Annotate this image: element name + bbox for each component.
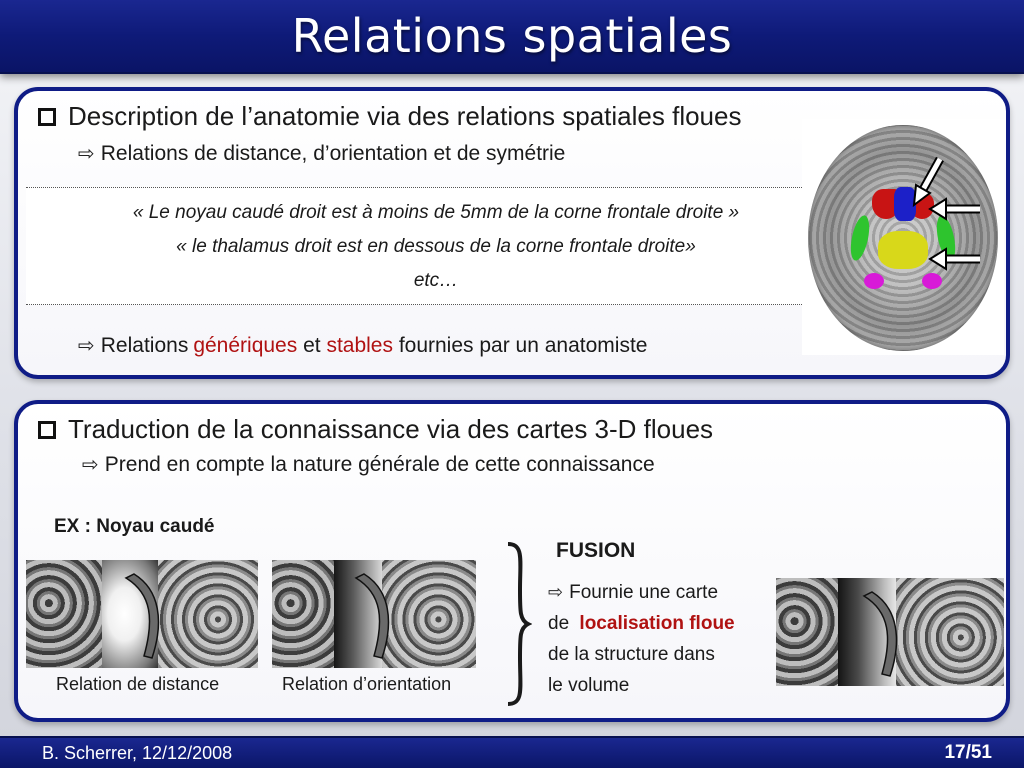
curly-brace-icon <box>507 542 532 706</box>
fusion-line-2: de localisation floue <box>548 608 768 639</box>
generic-relations-mid: et <box>297 333 327 357</box>
generic-relations-prefix: Relations <box>100 333 189 357</box>
fusion-title: FUSION <box>556 539 636 562</box>
mri-slice-right <box>896 578 1004 686</box>
square-bullet-icon <box>38 107 56 126</box>
brain-axial-image <box>802 119 1004 355</box>
generic-relations-suffix: fournies par un anatomiste <box>392 333 648 357</box>
slide-title: Relations spatiales <box>291 9 733 63</box>
sub-bullet-generic-relations: ⇨ Relations génériques et stables fourni… <box>78 333 647 358</box>
bullet-description: Description de l’anatomie via des relati… <box>38 101 741 132</box>
sub-bullet-nature: ⇨ Prend en compte la nature générale de … <box>82 452 655 477</box>
bullet-translation: Traduction de la connaissance via des ca… <box>38 414 713 445</box>
fusion-line-2-highlight: localisation floue <box>579 613 735 634</box>
generic-relations-highlight-2: stables <box>326 333 393 357</box>
sub-bullet-relations-types-text: Relations de distance, d’orientation et … <box>100 141 566 165</box>
fusion-line-1: ⇨Fournie une carte <box>548 577 768 608</box>
sub-bullet-nature-text: Prend en compte la nature générale de ce… <box>104 452 655 476</box>
arrow-left-top-icon <box>928 197 980 221</box>
posterior-structure-right <box>922 273 942 289</box>
frontal-horn <box>894 187 916 221</box>
fusion-line-2-prefix: de <box>548 613 575 634</box>
mri-distance-map <box>26 560 258 668</box>
right-arrow-icon: ⇨ <box>82 454 99 476</box>
footer-page-number: 17/51 <box>944 742 992 763</box>
square-bullet-icon <box>38 420 56 439</box>
mri-slice-right <box>158 560 258 668</box>
right-arrow-icon: ⇨ <box>548 582 564 602</box>
panel-description: Description de l’anatomie via des relati… <box>14 87 1010 379</box>
posterior-structure-left <box>864 273 884 289</box>
caudate-shape <box>354 573 390 659</box>
mri-slice-left <box>776 578 838 686</box>
caption-distance: Relation de distance <box>56 674 220 694</box>
generic-relations-highlight-1: génériques <box>193 333 298 357</box>
bullet-translation-text: Traduction de la connaissance via des ca… <box>68 414 714 444</box>
arrows-overlay <box>912 156 980 271</box>
example-label: EX : Noyau caudé <box>54 516 215 537</box>
right-arrow-icon: ⇨ <box>78 335 95 357</box>
quote-line-2: « le thalamus droit est en dessous de la… <box>176 236 696 257</box>
arrow-left-bottom-icon <box>928 247 980 271</box>
fusion-description: ⇨Fournie une carte de localisation floue… <box>548 577 768 701</box>
sub-bullet-relations-types: ⇨ Relations de distance, d’orientation e… <box>78 141 565 166</box>
title-bar: Relations spatiales <box>0 0 1024 74</box>
mri-orientation-map <box>272 560 476 668</box>
caption-orientation: Relation d’orientation <box>282 674 452 694</box>
footer-author-date: B. Scherrer, 12/12/2008 <box>42 743 233 763</box>
mri-slice-right <box>382 560 476 668</box>
footer-bar: B. Scherrer, 12/12/2008 17/51 <box>0 736 1024 768</box>
fusion-line-1-text: Fournie une carte <box>569 582 719 603</box>
fusion-line-3: de la structure dans <box>548 644 715 665</box>
bullet-description-text: Description de l’anatomie via des relati… <box>68 101 742 131</box>
arrow-diagonal-icon <box>912 156 944 208</box>
right-arrow-icon: ⇨ <box>78 143 95 165</box>
fusion-line-4: le volume <box>548 675 630 696</box>
quote-box: « Le noyau caudé droit est à moins de 5m… <box>26 187 826 305</box>
mri-slice-left <box>272 560 334 668</box>
caudate-shape <box>862 591 898 677</box>
thalamus <box>878 231 928 269</box>
mri-slice-left <box>26 560 102 668</box>
panel-translation: Traduction de la connaissance via des ca… <box>14 400 1010 722</box>
quote-line-3: etc… <box>413 270 459 291</box>
mri-fusion-map <box>776 578 1004 686</box>
caudate-shape <box>124 573 160 659</box>
quote-line-1: « Le noyau caudé droit est à moins de 5m… <box>132 202 740 223</box>
